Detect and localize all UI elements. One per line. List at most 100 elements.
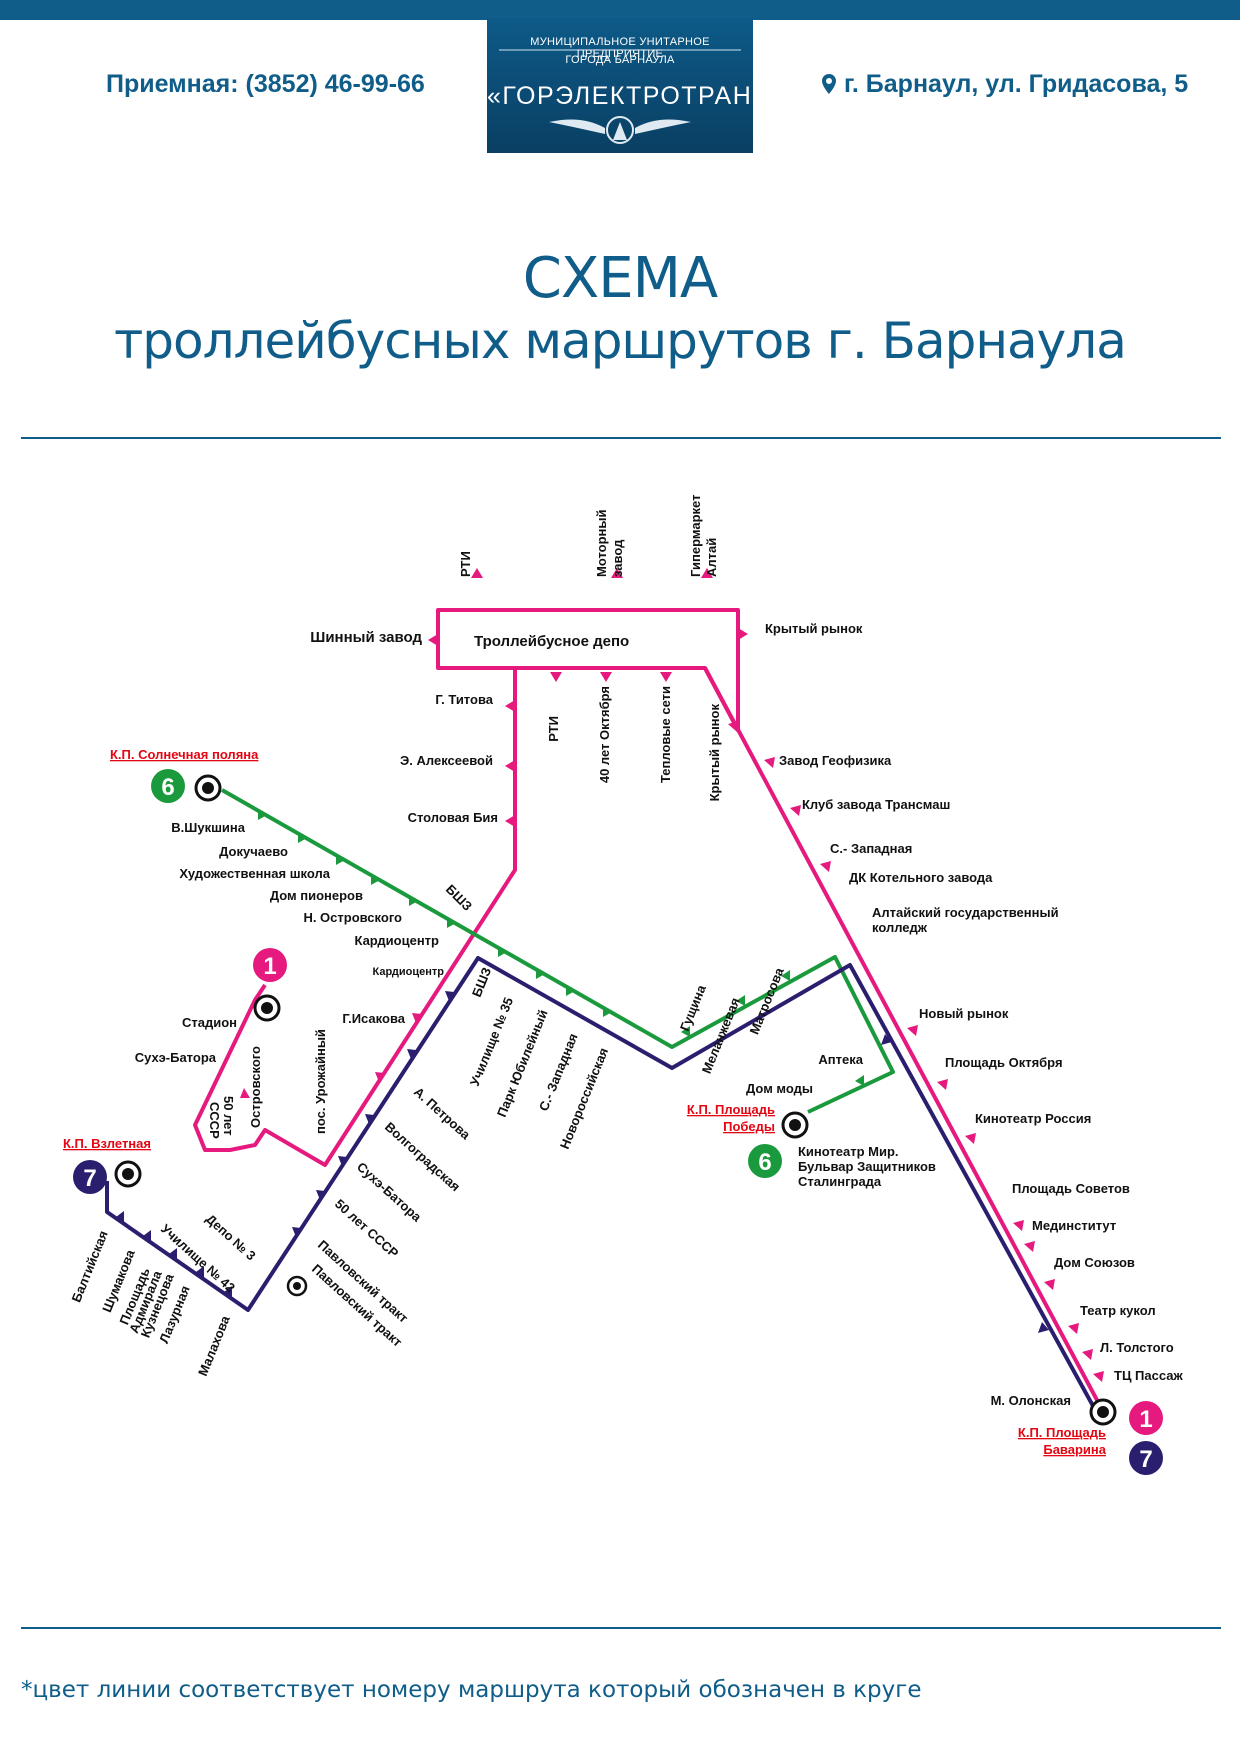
stop-label: Троллейбусное депо <box>474 633 629 650</box>
stop-pavlovskiy-point <box>286 1275 308 1297</box>
terminal-label: К.П. Взлетная <box>63 1136 151 1151</box>
footnote: *цвет линии соответствует номеру маршрут… <box>21 1677 922 1703</box>
stop-label: Алтай <box>704 538 719 577</box>
stop-label: Столовая Бия <box>408 810 498 825</box>
route-1-line <box>193 608 1107 1416</box>
terminal-label: Победы <box>723 1119 775 1134</box>
stop-label: Площадь Октября <box>945 1055 1063 1070</box>
stop-label: Тепловые сети <box>658 686 673 783</box>
route-1-badge: 1 <box>1139 1406 1152 1433</box>
company-logo: МУНИЦИПАЛЬНОЕ УНИТАРНОЕ ПРЕДПРИЯТИЕ ГОРО… <box>487 18 788 153</box>
route-map: 6 К.П. Солнечная поляна 1 7 К.П. Взлетна… <box>63 495 1184 1475</box>
stop-label: Театр кукол <box>1080 1303 1156 1318</box>
route-7-arrows <box>116 991 1049 1333</box>
winged-emblem-icon <box>549 116 691 144</box>
stop-label: завод <box>610 539 625 577</box>
route-7-line <box>105 956 1100 1416</box>
route-1-badge: 1 <box>263 953 276 980</box>
stop-label: Меланжевая <box>699 996 743 1076</box>
logo-line-2: ГОРОДА БАРНАУЛА <box>565 54 675 66</box>
stop-label: Завод Геофизика <box>779 753 892 768</box>
logo-line-1: МУНИЦИПАЛЬНОЕ УНИТАРНОЕ ПРЕДПРИЯТИЕ <box>530 36 710 60</box>
stop-label: ТЦ Пассаж <box>1114 1368 1183 1383</box>
stop-label: Клуб завода Трансмаш <box>802 797 950 812</box>
stop-label: Гущина <box>677 982 709 1033</box>
address: г. Барнаул, ул. Гридасова, 5 <box>822 70 1188 99</box>
terminal-pobedy: 6 К.П. Площадь Победы <box>687 1102 809 1178</box>
route-6-line <box>221 788 895 1114</box>
route-6-arrows <box>258 809 864 1086</box>
stop-label: Крытый рынок <box>707 704 722 802</box>
stop-label: Площадь Советов <box>1012 1181 1130 1196</box>
stop-label: Моторный <box>594 510 609 577</box>
stop-label: Кинотеатр Мир. <box>798 1144 899 1159</box>
page-title: СХЕМА <box>522 246 718 311</box>
top-bar <box>0 0 1240 20</box>
route-6-badge: 6 <box>758 1149 771 1176</box>
logo-badge <box>487 18 753 153</box>
stop-label: Кардиоцентр <box>354 933 439 948</box>
stop-label: Н. Островского <box>303 910 402 925</box>
stop-label: Новый рынок <box>919 1006 1009 1021</box>
stop-label: Дом Союзов <box>1054 1255 1135 1270</box>
terminal-stadion: 1 <box>253 948 287 1022</box>
stop-label: Шинный завод <box>310 629 422 646</box>
stop-label: 40 лет Октября <box>597 686 612 783</box>
stop-label: Дом пионеров <box>270 888 363 903</box>
stop-label: Стадион <box>182 1015 237 1030</box>
stop-label: СССР <box>207 1102 222 1139</box>
stop-label: А. Петрова <box>411 1084 474 1143</box>
stop-label: Аптека <box>818 1052 863 1067</box>
terminal-solnechnaya: 6 К.П. Солнечная поляна <box>110 747 259 803</box>
stop-label: Кинотеатр Россия <box>975 1111 1091 1126</box>
logo-company-name: «ГОРЭЛЕКТРОТРАНС» <box>487 82 788 110</box>
route-7-badge: 7 <box>1139 1446 1152 1473</box>
stop-label: Докучаево <box>219 844 288 859</box>
stop-label: БШЗ <box>469 965 494 999</box>
terminal-label: Баварина <box>1043 1442 1106 1457</box>
stop-label: Депо № 3 <box>203 1211 259 1263</box>
stop-labels: РТИ Моторный завод Гипермаркет Алтай Кры… <box>69 495 1184 1408</box>
stop-label: Э. Алексеевой <box>400 753 493 768</box>
stop-label: Художественная школа <box>179 866 330 881</box>
stop-label: В.Шукшина <box>171 820 245 835</box>
address-text: г. Барнаул, ул. Гридасова, 5 <box>844 70 1189 98</box>
stop-label: Островского <box>248 1046 263 1128</box>
stop-label: Мединститут <box>1032 1218 1116 1233</box>
terminal-label: К.П. Солнечная поляна <box>110 747 259 762</box>
stop-label: Малахова <box>195 1313 233 1378</box>
stop-label: Л. Толстого <box>1100 1340 1174 1355</box>
stop-label: Сталинграда <box>798 1174 882 1189</box>
divider-top <box>21 437 1221 439</box>
stop-label: Бульвар Защитников <box>798 1159 936 1174</box>
stop-label: БШЗ <box>443 882 475 914</box>
stop-label: Г.Исакова <box>342 1011 405 1026</box>
stop-label: Крытый рынок <box>765 621 863 636</box>
location-pin-icon <box>822 74 836 94</box>
route-6-badge: 6 <box>161 774 174 801</box>
stop-label: Алтайский государственный <box>872 905 1059 920</box>
reception-phone: Приемная: (3852) 46-99-66 <box>106 70 425 98</box>
page-subtitle: троллейбусных маршрутов г. Барнаула <box>114 312 1127 370</box>
route-1-arrows <box>240 568 1104 1382</box>
stop-label: Дом моды <box>746 1081 813 1096</box>
stop-label: Г. Титова <box>435 692 493 707</box>
stop-label: 50 лет СССР <box>332 1196 402 1261</box>
divider-bottom <box>21 1627 1221 1629</box>
stop-label: С.- Западная <box>830 841 912 856</box>
stop-label: Балтийская <box>69 1229 111 1305</box>
stop-label: ДК Котельного завода <box>849 870 993 885</box>
stop-label: РТИ <box>546 716 561 742</box>
stop-label: Кардиоцентр <box>372 966 444 978</box>
terminal-label: К.П. Площадь <box>1018 1425 1106 1440</box>
terminal-bavarina: 1 7 К.П. Площадь Баварина <box>1018 1398 1163 1475</box>
stop-label: 50 лет <box>221 1096 236 1136</box>
stop-label: Гипермаркет <box>688 495 703 577</box>
stop-label: М. Олонская <box>991 1393 1071 1408</box>
stop-label: колледж <box>872 920 928 935</box>
stop-label: РТИ <box>458 551 473 577</box>
terminal-vzletnaya: 7 К.П. Взлетная <box>63 1136 151 1194</box>
stop-label: пос. Урожайный <box>313 1029 328 1134</box>
stop-label: Сухэ-Батора <box>135 1050 217 1065</box>
route-7-badge: 7 <box>83 1165 96 1192</box>
